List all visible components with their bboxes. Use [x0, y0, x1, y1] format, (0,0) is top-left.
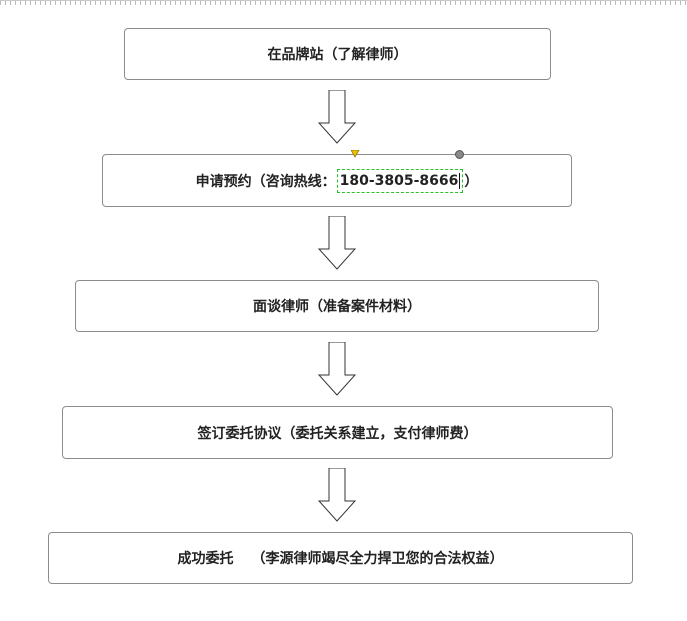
step-2-box[interactable]: 申请预约（咨询热线：180-3805-8666 ） [102, 154, 572, 207]
down-arrow-icon [318, 90, 356, 144]
top-ruler [0, 0, 687, 5]
step-4-label: 签订委托协议（委托关系建立，支付律师费） [197, 425, 478, 442]
step-3-label: 面谈律师（准备案件材料） [253, 299, 421, 315]
resize-handle-icon[interactable] [351, 150, 360, 158]
step-3-box[interactable]: 面谈律师（准备案件材料） [75, 280, 599, 332]
step-5-box[interactable]: 成功委托 （李源律师竭尽全力捍卫您的合法权益） [48, 532, 633, 584]
step-5-label: （李源律师竭尽全力捍卫您的合法权益） [251, 551, 504, 567]
step-1-label: 在品牌站（了解律师） [267, 47, 408, 63]
rotate-handle-icon[interactable] [455, 150, 464, 159]
hotline-number: 180-3805-8666 [339, 172, 459, 189]
down-arrow-icon [318, 216, 356, 270]
step-5-lead: 成功委托 [177, 551, 234, 567]
down-arrow-icon [318, 468, 356, 522]
step-2-label-suffix: ） [464, 173, 479, 190]
step-1-box[interactable]: 在品牌站（了解律师） [124, 28, 551, 80]
step-4-box[interactable]: 签订委托协议（委托关系建立，支付律师费） [62, 406, 613, 459]
down-arrow-icon [318, 342, 356, 396]
text-cursor [459, 172, 461, 189]
hotline-text-box[interactable]: 180-3805-8666 [336, 168, 464, 193]
step-2-label-prefix: 申请预约（咨询热线： [195, 173, 336, 190]
